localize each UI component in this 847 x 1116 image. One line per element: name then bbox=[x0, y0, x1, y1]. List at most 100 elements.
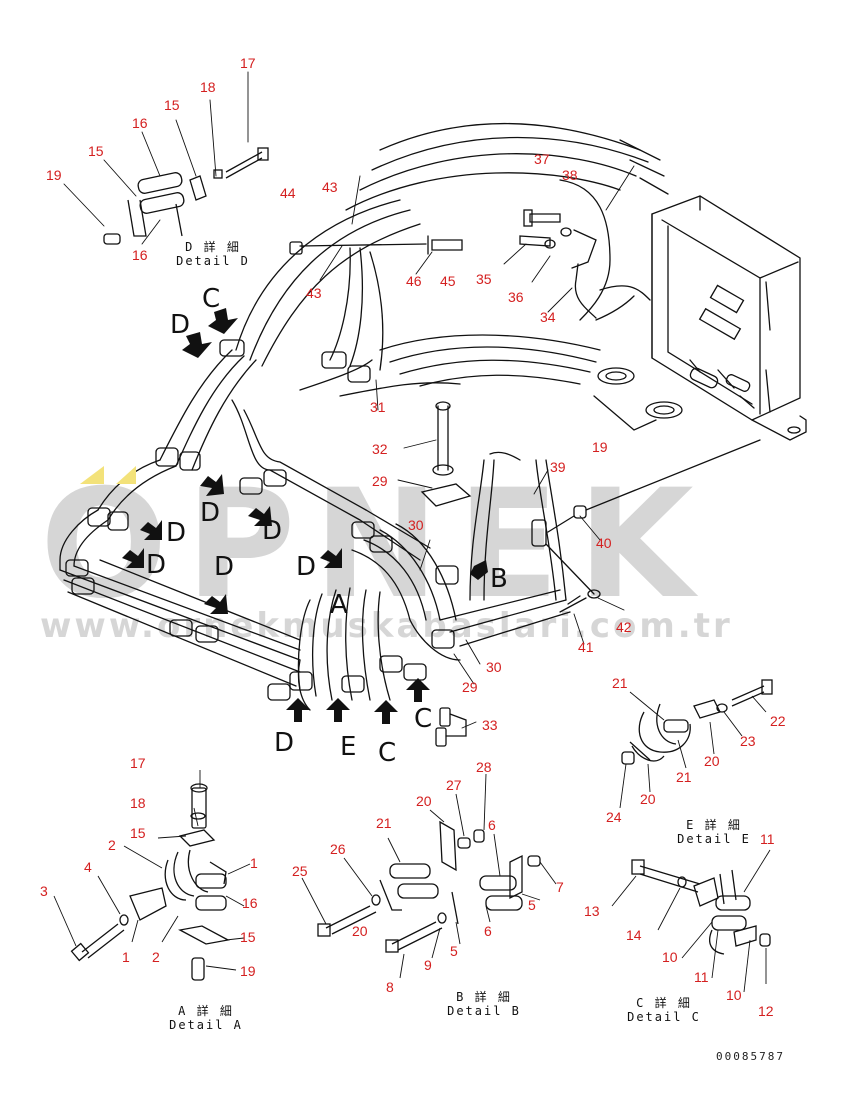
part-number: 18 bbox=[200, 79, 216, 95]
part-number: 17 bbox=[240, 55, 256, 71]
watermark-brand: OPNEK bbox=[40, 458, 712, 632]
detail-e-drawing bbox=[621, 679, 773, 765]
part-number: 33 bbox=[482, 717, 498, 733]
part-number: 16 bbox=[242, 895, 258, 911]
detail-e-caption: E 詳 細 Detail E bbox=[664, 818, 764, 846]
view-letter: C bbox=[378, 738, 397, 768]
part-number: 15 bbox=[240, 929, 256, 945]
control-box-drawing bbox=[651, 195, 807, 441]
leader-lines bbox=[63, 71, 635, 729]
view-letter: D bbox=[296, 552, 317, 582]
detail-a-caption-jp: A 詳 細 bbox=[178, 1004, 234, 1018]
watermark-url: www.ornekmuskabaslari.com.tr bbox=[40, 606, 733, 646]
view-letter: D bbox=[170, 310, 191, 340]
part-number: 29 bbox=[462, 679, 478, 695]
view-letter: D bbox=[200, 498, 221, 528]
part-number: 19 bbox=[240, 963, 256, 979]
part-number: 14 bbox=[626, 927, 642, 943]
view-letter: D bbox=[166, 518, 187, 548]
main-tube-assembly bbox=[59, 349, 571, 711]
view-letter: B bbox=[490, 564, 508, 594]
part-number: 41 bbox=[578, 639, 594, 655]
part-number: 23 bbox=[740, 733, 756, 749]
part-number: 30 bbox=[408, 517, 424, 533]
detail-d-caption-en: Detail D bbox=[176, 254, 250, 268]
part-number: 26 bbox=[330, 841, 346, 857]
detail-b-caption-jp: B 詳 細 bbox=[456, 990, 512, 1004]
part-number: 15 bbox=[164, 97, 180, 113]
view-letter: D bbox=[146, 550, 167, 580]
part-number: 15 bbox=[88, 143, 104, 159]
part-number: 45 bbox=[440, 273, 456, 289]
part-number: 20 bbox=[416, 793, 432, 809]
part-number: 46 bbox=[406, 273, 422, 289]
detail-b-drawing bbox=[317, 820, 541, 953]
part-number: 10 bbox=[726, 987, 742, 1003]
part-number: 21 bbox=[676, 769, 692, 785]
part-number: 43 bbox=[322, 179, 338, 195]
view-letter: D bbox=[274, 728, 295, 758]
part-number: 37 bbox=[534, 151, 550, 167]
part-number: 39 bbox=[550, 459, 566, 475]
drawing-number: 00085787 bbox=[716, 1050, 785, 1063]
part-number: 8 bbox=[386, 979, 394, 995]
part-number: 1 bbox=[122, 949, 130, 965]
part-number: 21 bbox=[376, 815, 392, 831]
part-number: 32 bbox=[372, 441, 388, 457]
part-number: 6 bbox=[488, 817, 496, 833]
part-number: 5 bbox=[528, 897, 536, 913]
part-number: 9 bbox=[424, 957, 432, 973]
part-number: 17 bbox=[130, 755, 146, 771]
part-number: 2 bbox=[108, 837, 116, 853]
upper-cable-harness bbox=[235, 122, 669, 397]
part-number: 43 bbox=[306, 285, 322, 301]
view-letter: E bbox=[340, 732, 357, 762]
view-letter: A bbox=[330, 590, 348, 620]
detail-a-caption: A 詳 細 Detail A bbox=[156, 1004, 256, 1032]
part-number: 18 bbox=[130, 795, 146, 811]
part-number: 31 bbox=[370, 399, 386, 415]
part-number: 2 bbox=[152, 949, 160, 965]
detail-c-caption-jp: C 詳 細 bbox=[636, 996, 692, 1010]
part-number: 36 bbox=[508, 289, 524, 305]
detail-d-caption-jp: D 詳 細 bbox=[185, 240, 241, 254]
view-arrows bbox=[122, 308, 488, 724]
part-number: 20 bbox=[704, 753, 720, 769]
part-number: 19 bbox=[592, 439, 608, 455]
part-number: 20 bbox=[640, 791, 656, 807]
part-number: 4 bbox=[84, 859, 92, 875]
part-number: 25 bbox=[292, 863, 308, 879]
part-number: 28 bbox=[476, 759, 492, 775]
part-number: 22 bbox=[770, 713, 786, 729]
part-number: 29 bbox=[372, 473, 388, 489]
view-letter: C bbox=[414, 704, 433, 734]
part-number: 6 bbox=[484, 923, 492, 939]
part-number: 13 bbox=[584, 903, 600, 919]
watermark-accent-2 bbox=[116, 466, 136, 484]
part-number: 12 bbox=[758, 1003, 774, 1019]
detail-e-caption-jp: E 詳 細 bbox=[686, 818, 742, 832]
part-number: 11 bbox=[760, 831, 775, 847]
part-number: 15 bbox=[130, 825, 146, 841]
part-number: 38 bbox=[562, 167, 578, 183]
part-number: 34 bbox=[540, 309, 556, 325]
part-number: 24 bbox=[606, 809, 622, 825]
part-number: 5 bbox=[450, 943, 458, 959]
part-number: 7 bbox=[556, 879, 564, 895]
detail-d-caption: D 詳 細 Detail D bbox=[168, 240, 258, 268]
part-number: 16 bbox=[132, 115, 148, 131]
detail-a-caption-en: Detail A bbox=[169, 1018, 243, 1032]
part-number: 27 bbox=[446, 777, 462, 793]
part-number: 11 bbox=[694, 969, 709, 985]
detail-e-caption-en: Detail E bbox=[677, 832, 751, 846]
part-number: 16 bbox=[132, 247, 148, 263]
detail-b-caption-en: Detail B bbox=[447, 1004, 521, 1018]
detail-c-caption: C 詳 細 Detail C bbox=[614, 996, 714, 1024]
part-number: 44 bbox=[280, 185, 296, 201]
part-number: 3 bbox=[40, 883, 48, 899]
part-number: 19 bbox=[46, 167, 62, 183]
detail-b-caption: B 詳 細 Detail B bbox=[434, 990, 534, 1018]
part-number: 21 bbox=[612, 675, 628, 691]
